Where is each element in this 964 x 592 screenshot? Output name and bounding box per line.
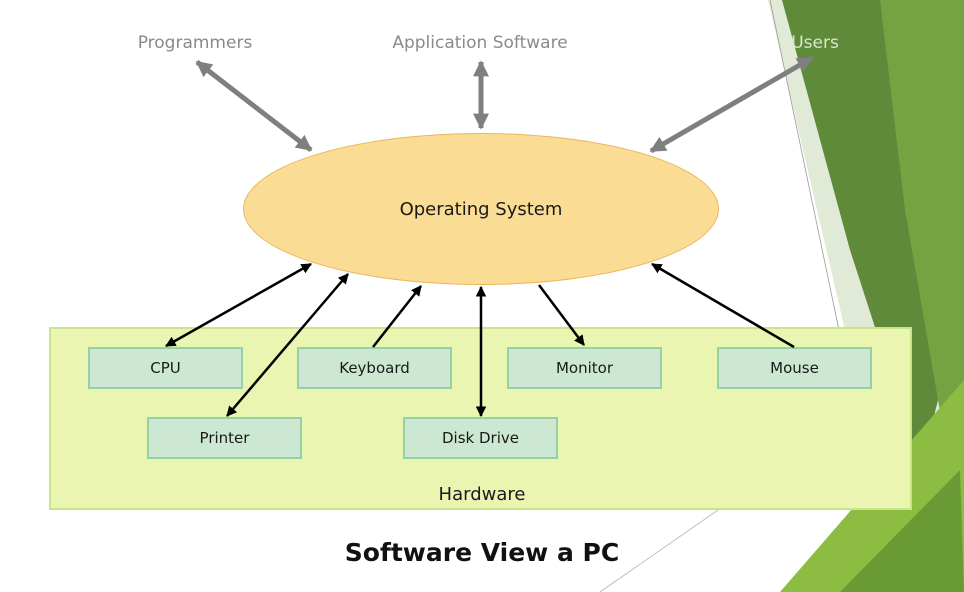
monitor-arrow: [538, 284, 585, 346]
diagram-caption: Software View a PC: [344, 538, 620, 567]
application-software-label: Application Software: [392, 33, 568, 53]
hardware-label: Hardware: [438, 484, 526, 505]
programmers-arrow: [195, 60, 313, 152]
disk-drive-box: Disk Drive: [403, 417, 558, 459]
operating-system-label: Operating System: [399, 198, 563, 220]
keyboard-arrow: [372, 285, 422, 348]
operating-system-ellipse: Operating System: [243, 133, 719, 285]
printer-box: Printer: [147, 417, 302, 459]
programmers-label: Programmers: [137, 33, 253, 53]
deco-shard-mid: [880, 0, 964, 592]
printer-arrow: [226, 273, 349, 417]
mouse-box: Mouse: [717, 347, 872, 389]
users-label: Users: [791, 33, 839, 53]
monitor-box: Monitor: [507, 347, 662, 389]
cpu-arrow: [165, 262, 312, 348]
users-arrow: [649, 55, 814, 154]
mouse-arrow: [651, 262, 795, 349]
deco-thin-line: [769, 0, 841, 336]
deco-shard-shadow: [840, 470, 964, 592]
